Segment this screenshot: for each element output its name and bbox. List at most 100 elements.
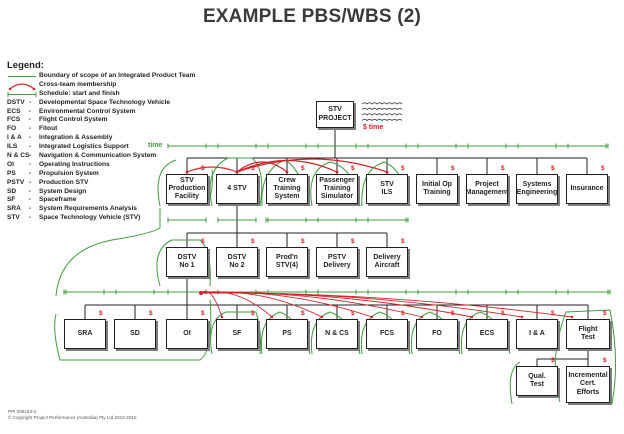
node-label-line: STV (328, 106, 342, 114)
dollar-marker: $ (201, 238, 205, 245)
cross-team-dot (220, 315, 224, 319)
abbreviation-row: I & A-Integration & Assembly (7, 134, 237, 143)
dollar-marker: $ (451, 310, 455, 317)
node-label-line: Cert. (580, 380, 596, 388)
abbreviation-dash: - (29, 187, 32, 195)
node-label-line: SD (130, 329, 140, 337)
cross-team-dot (199, 291, 203, 295)
node-label-line: Crew (278, 176, 296, 184)
dollar-marker: $ (603, 310, 607, 317)
ipt-boundary (157, 159, 213, 207)
cross-team-dot (520, 315, 524, 319)
node-label-line: ECS (479, 329, 495, 337)
node-label-line: Test (530, 381, 544, 388)
node-ps: PS (266, 319, 308, 349)
abbreviation-definition: Space Technology Vehicle (STV) (39, 214, 141, 222)
abbreviation: ILS (7, 143, 18, 151)
dollar-marker: $ (301, 310, 305, 317)
dollar-marker: $ (251, 238, 255, 245)
abbreviation-definition: Integration & Assembly (39, 134, 113, 142)
abbreviation: PS (7, 169, 16, 177)
node-n-cs: N & CS (316, 319, 358, 349)
dollar-marker: $ (551, 310, 555, 317)
abbreviation-row: SRA-System Requirements Analysis (7, 205, 237, 214)
node-label-line: Delivery (373, 253, 401, 261)
dollar-marker: $ (99, 310, 103, 317)
boundary-line-icon (8, 76, 36, 77)
cross-team-dot (235, 170, 239, 174)
node-insurance: Insurance (566, 174, 608, 204)
ipt-boundary (209, 157, 263, 207)
legend-cross-text: Cross-team membership (39, 80, 117, 88)
node-oi: OI (166, 319, 208, 349)
dollar-marker: $ (451, 165, 455, 172)
node-label-line: Qual. (528, 372, 546, 380)
abbreviation-definition: Integrated Logistics Support (39, 143, 129, 151)
footer: PPI 005163-4 © Copyright Project Perform… (8, 409, 137, 421)
cross-team-dot (370, 315, 374, 319)
abbreviation-dash: - (29, 152, 32, 160)
footer-doc-id: PPI 005163-4 (8, 409, 37, 414)
cross-team-arc (236, 158, 388, 173)
abbreviation-row: PSTV-Production STV (7, 179, 237, 188)
ipt-boundary (54, 299, 212, 361)
abbreviation-definition: System Design (39, 187, 87, 195)
ipt-boundary (509, 361, 521, 405)
abbreviation: PSTV (7, 178, 25, 186)
abbreviation: SRA (7, 205, 21, 213)
dollar-marker: $ (501, 165, 505, 172)
dollar-marker: $ (401, 165, 405, 172)
cross-team-dot (385, 170, 389, 174)
node-label-line: Training (323, 184, 351, 192)
node-label-line: No 2 (229, 262, 245, 269)
dollar-marker: $ (551, 357, 555, 364)
abbreviation: ECS (7, 107, 21, 115)
dollar-marker: $ (201, 165, 205, 172)
dollar-marker: $ (201, 310, 205, 317)
abbreviation-definition: Fitout (39, 125, 58, 133)
cross-team-dot (420, 315, 424, 319)
abbreviation: DSTV (7, 98, 25, 106)
abbreviation-dash: - (29, 116, 32, 124)
dollar-marker: $ (551, 165, 555, 172)
abbreviation-definition: Production STV (39, 178, 89, 186)
cross-team-dot (185, 170, 189, 174)
cross-team-arc (200, 292, 573, 318)
abbreviation-definition: System Requirements Analysis (39, 205, 137, 213)
node-label-line: SRA (77, 329, 93, 337)
node-sd: SD (114, 319, 156, 349)
node-sf: SF (216, 319, 258, 349)
wavy-line-icon (361, 102, 403, 105)
schedule-bar-icon (7, 91, 37, 97)
node-label-line: 4 STV (227, 184, 247, 192)
abbreviation: N & CS (7, 152, 30, 160)
node-label-line: DSTV (177, 253, 197, 261)
wavy-line-icon (361, 118, 403, 122)
abbreviation-dash: - (29, 134, 32, 142)
dollar-marker: $ (601, 165, 605, 172)
node-label-line: Management (465, 189, 509, 196)
node-label-line: I & A (529, 329, 545, 337)
dollar-marker: $ (301, 165, 305, 172)
abbreviation: OI (7, 160, 14, 168)
abbreviation-dash: - (29, 169, 32, 177)
abbreviation-dash: - (29, 196, 32, 204)
time-label: time (148, 142, 163, 149)
node-label-line: PS (282, 329, 292, 337)
dollar-marker: $ (351, 238, 355, 245)
abbreviation-row: ILS-Integrated Logistics Support (7, 143, 237, 152)
abbreviation-dash: - (29, 178, 32, 186)
node-label-line: Engineering (516, 189, 558, 196)
abbreviation: SD (7, 187, 17, 195)
abbreviation-definition: Spaceframe (39, 196, 77, 204)
cross-team-dot (335, 170, 339, 174)
